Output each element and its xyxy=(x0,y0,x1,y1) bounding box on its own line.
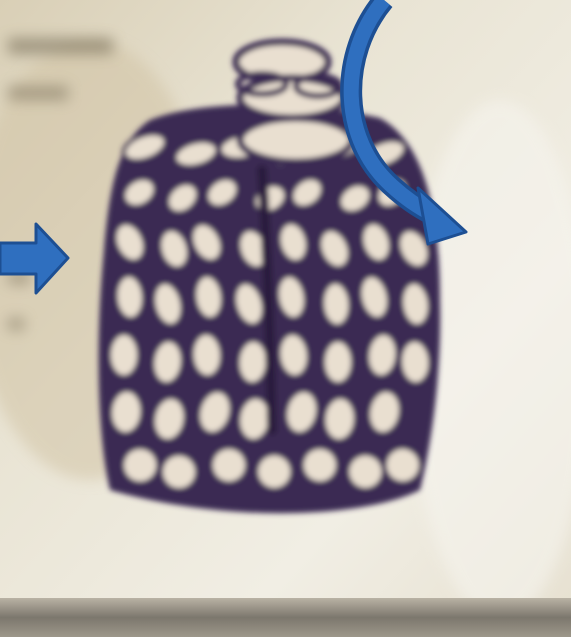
crochet-loop xyxy=(191,332,223,378)
crochet-loop xyxy=(322,396,357,442)
top-ring xyxy=(240,78,344,118)
crochet-loop xyxy=(321,281,352,327)
table-edge xyxy=(0,598,571,637)
crochet-loop xyxy=(237,339,269,385)
crochet-loop xyxy=(323,340,353,384)
crochet-loop xyxy=(399,339,431,385)
crochet-loop xyxy=(109,333,139,377)
crochet-loop xyxy=(114,274,145,320)
top-ring xyxy=(240,118,352,162)
crochet-loop xyxy=(109,389,144,435)
